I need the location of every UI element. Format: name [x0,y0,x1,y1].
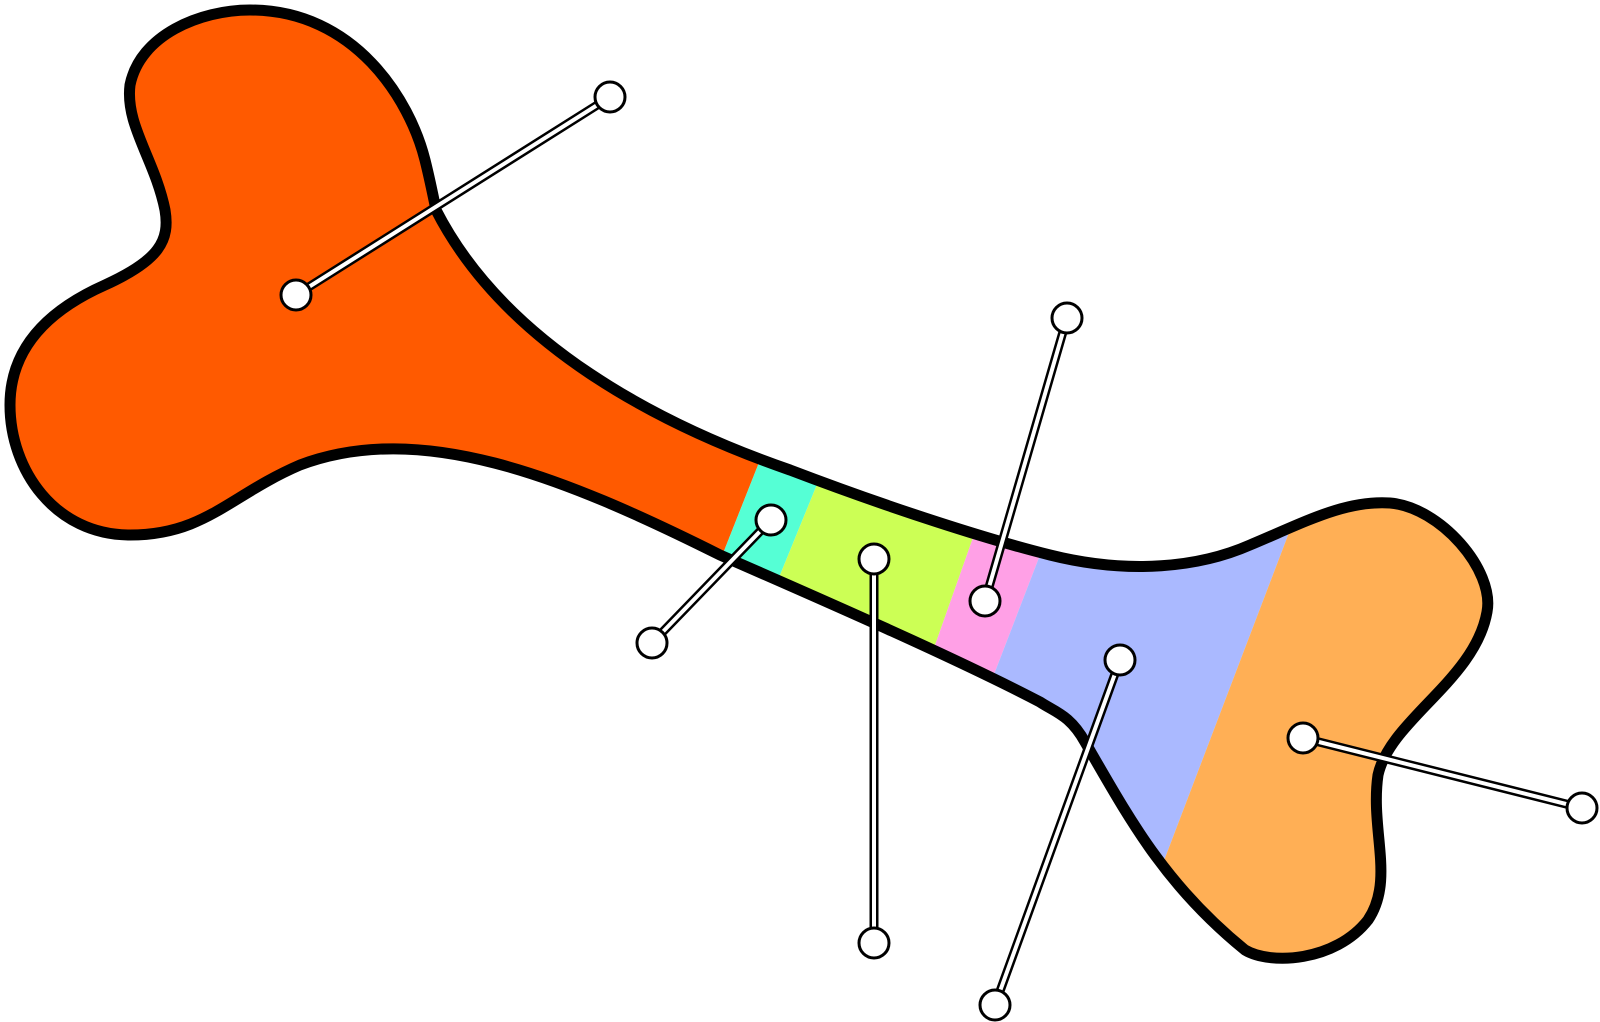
label-pointers [279,80,1599,1022]
pointer-anchor-pin[interactable] [1286,721,1320,755]
pointer-line-core [1302,736,1583,810]
pointer-line-core [983,317,1069,602]
pointer-line-core [294,95,612,297]
pointer-label-pin[interactable] [857,926,891,960]
pointer-anchor-pin[interactable] [754,503,788,537]
pointer-label-pin[interactable] [635,626,669,660]
pointer-label-pin[interactable] [1050,301,1084,335]
pointer-label-pin[interactable] [1565,791,1599,825]
label-pointer-distal-end [1286,721,1599,825]
label-pointer-proximal-end [279,80,627,312]
label-pointer-band-4 [978,643,1137,1022]
pointer-label-pin[interactable] [593,80,627,114]
pointer-anchor-pin[interactable] [968,584,1002,618]
pointer-line-core [650,518,773,645]
pointer-label-pin[interactable] [978,988,1012,1022]
label-pointer-band-2 [857,542,891,960]
label-pointer-band-1 [635,503,788,660]
pointer-anchor-pin[interactable] [857,542,891,576]
pointer-anchor-pin[interactable] [279,278,313,312]
pointer-line-core [993,659,1122,1006]
bone-outline [4,4,1494,964]
pointer-anchor-pin[interactable] [1103,643,1137,677]
label-pointer-band-3 [968,301,1084,618]
